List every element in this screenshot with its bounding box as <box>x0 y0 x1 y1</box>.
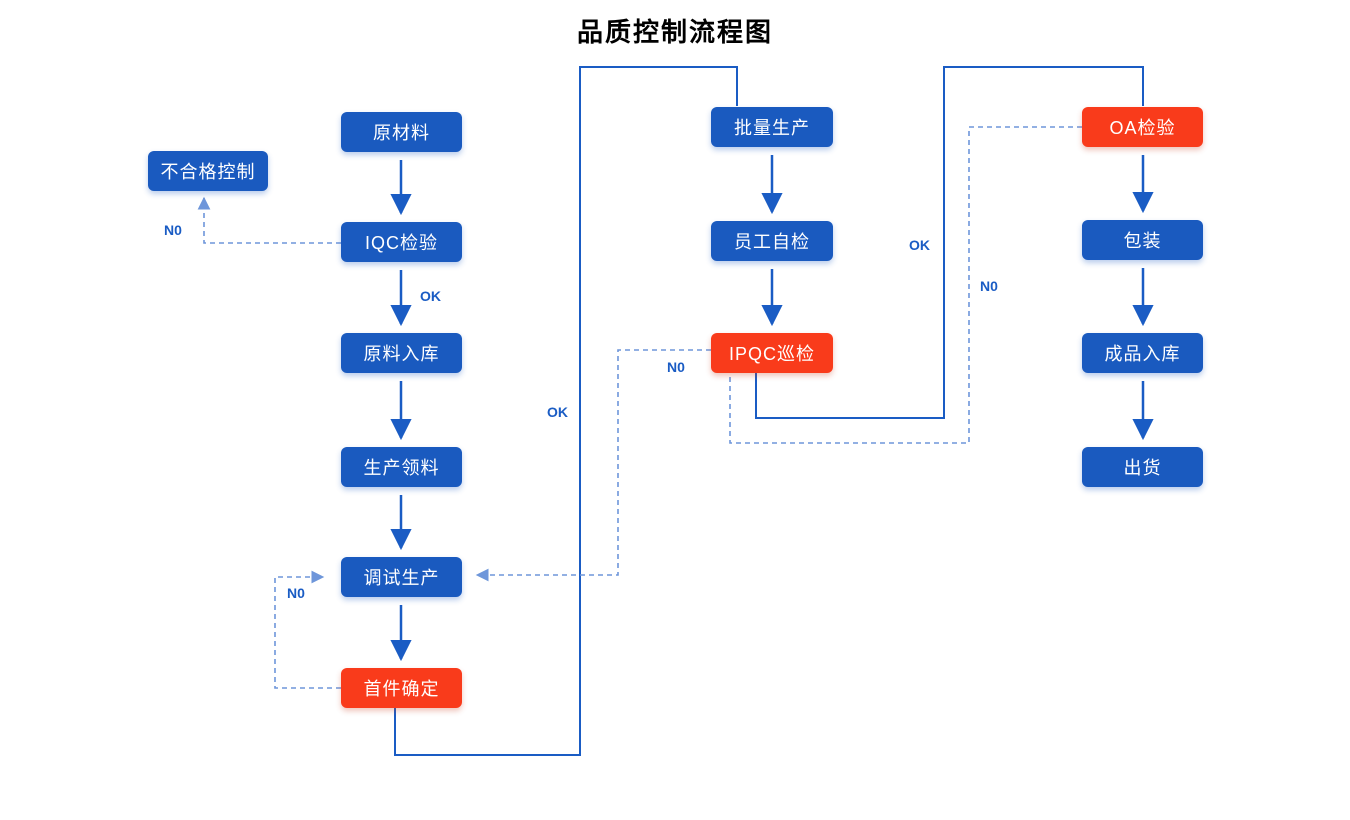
path-firstarticle-no-to-trial <box>274 570 341 689</box>
node-trial-production: 调试生产 <box>341 557 462 597</box>
path-oa-no-to-ipqc <box>729 126 1082 444</box>
path-ipqc-ok-to-oa <box>755 66 1144 419</box>
node-finished-warehousing: 成品入库 <box>1082 333 1203 373</box>
label-iqc-ok: OK <box>420 288 441 304</box>
label-firstarticle-no: N0 <box>287 585 305 601</box>
path-ipqc-no-to-trial <box>475 349 711 582</box>
node-raw-material: 原材料 <box>341 112 462 152</box>
node-iqc-inspection: IQC检验 <box>341 222 462 262</box>
label-ipqc-no: N0 <box>667 359 685 375</box>
node-shipment: 出货 <box>1082 447 1203 487</box>
path-iqc-no-to-unqualified <box>197 196 341 244</box>
label-oa-no: N0 <box>980 278 998 294</box>
node-ipqc-patrol: IPQC巡检 <box>711 333 833 373</box>
label-firstarticle-ok: OK <box>547 404 568 420</box>
diagram-title: 品质控制流程图 <box>576 18 773 47</box>
node-production-picking: 生产领料 <box>341 447 462 487</box>
node-oa-inspection: OA检验 <box>1082 107 1203 147</box>
node-material-warehousing: 原料入库 <box>341 333 462 373</box>
node-unqualified-control: 不合格控制 <box>148 151 268 191</box>
label-ipqc-ok: OK <box>909 237 930 253</box>
label-iqc-no: N0 <box>164 222 182 238</box>
node-packaging: 包装 <box>1082 220 1203 260</box>
path-firstarticle-ok-to-massproduction <box>394 66 738 756</box>
node-mass-production: 批量生产 <box>711 107 833 147</box>
node-first-article-confirm: 首件确定 <box>341 668 462 708</box>
node-employee-self-check: 员工自检 <box>711 221 833 261</box>
